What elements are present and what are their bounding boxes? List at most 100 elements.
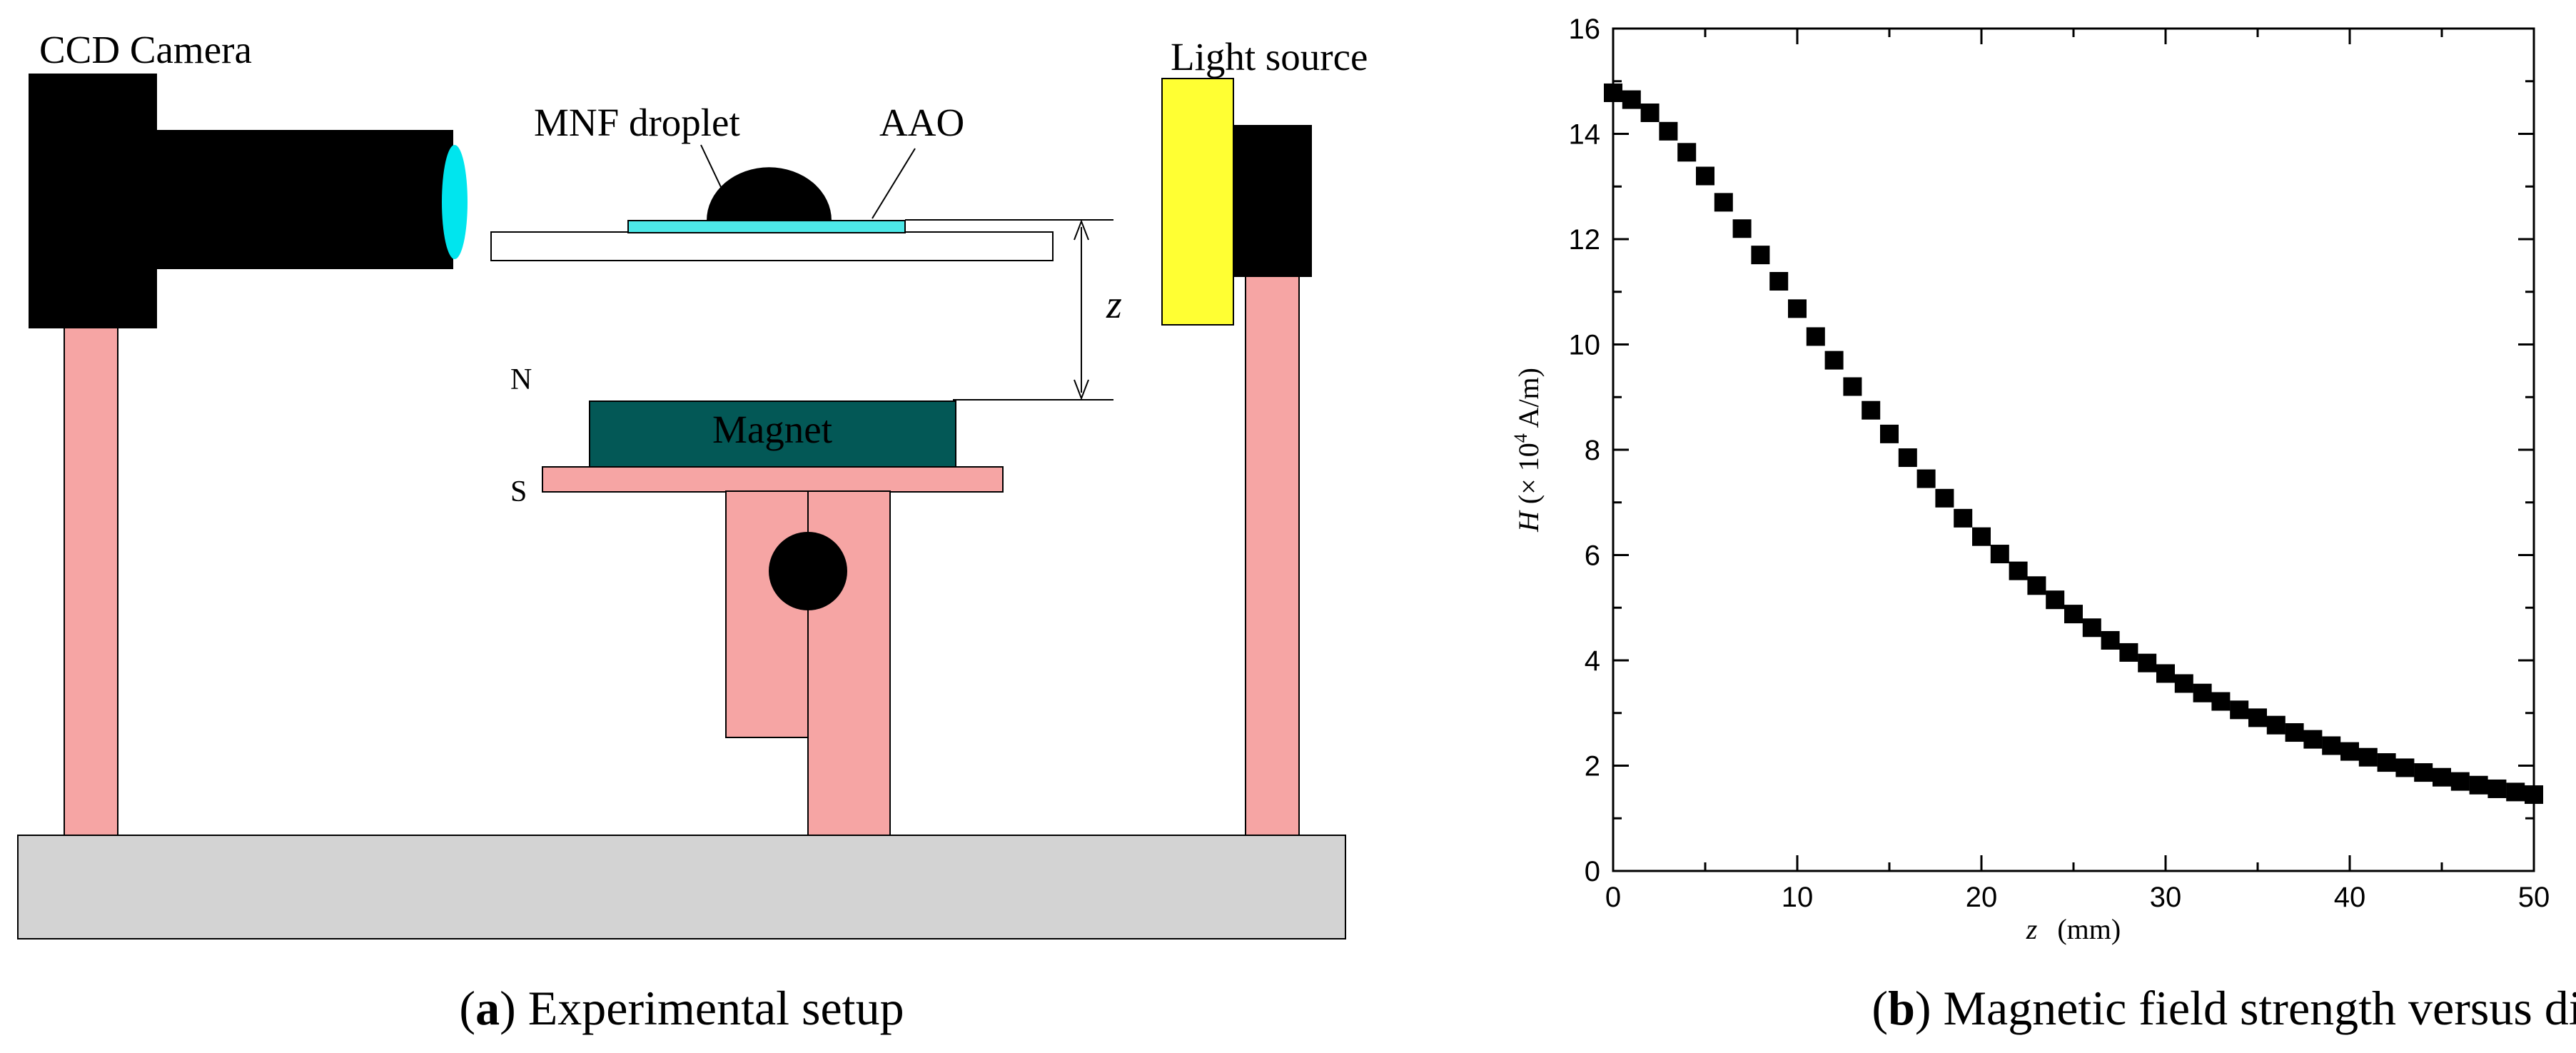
- data-point: [2027, 576, 2046, 595]
- light-source: [1161, 78, 1234, 326]
- data-point: [1622, 90, 1641, 109]
- data-point: [2377, 753, 2396, 772]
- data-point: [2193, 683, 2212, 702]
- data-point: [2046, 590, 2065, 610]
- data-point: [1714, 193, 1733, 212]
- data-point: [1862, 400, 1881, 420]
- data-point: [2156, 664, 2175, 683]
- data-point: [1751, 246, 1770, 265]
- data-point: [1677, 143, 1697, 162]
- plot-area: [1612, 27, 2535, 872]
- data-point: [2303, 730, 2323, 749]
- data-point: [2433, 767, 2451, 787]
- y-tick-label: 0: [1585, 856, 1600, 887]
- data-point: [2506, 782, 2525, 802]
- aao-label: AAO: [879, 101, 964, 144]
- base-plate: [17, 835, 1346, 939]
- data-point: [1843, 377, 1862, 396]
- data-point: [1788, 299, 1807, 318]
- adjust-knob: [769, 532, 847, 610]
- data-point: [2266, 715, 2285, 735]
- caption-a: (a) Experimental setup: [459, 981, 904, 1035]
- data-point: [2174, 674, 2193, 693]
- data-point: [2119, 643, 2138, 662]
- y-label-var: H: [1512, 510, 1545, 533]
- light-label: Light source: [1171, 35, 1368, 79]
- y-axis-label: H (× 104 A/m): [1510, 368, 1545, 533]
- data-point: [1732, 219, 1752, 238]
- data-point: [1604, 83, 1622, 102]
- data-point: [2395, 758, 2415, 777]
- data-point: [2285, 723, 2304, 742]
- light-housing: [1228, 125, 1312, 277]
- south-pole-label: S: [510, 475, 527, 508]
- y-tick-label: 2: [1585, 751, 1600, 782]
- x-label-unit: (mm): [2057, 913, 2121, 945]
- data-point: [2469, 775, 2488, 795]
- x-tick-label: 50: [2518, 882, 2550, 913]
- caption-b-letter: b: [1888, 981, 1915, 1035]
- y-tick-label: 6: [1585, 540, 1600, 572]
- data-point: [1935, 488, 1954, 508]
- data-point: [2248, 708, 2267, 727]
- caption-a-text: Experimental setup: [528, 981, 904, 1035]
- data-point: [1916, 469, 1936, 488]
- aao-leader: [872, 148, 916, 219]
- setup-diagram: CCD Camera Light source MNF droplet AAO …: [17, 28, 1368, 1035]
- magnet: [589, 400, 956, 468]
- y-tick-label: 12: [1569, 224, 1601, 256]
- stand-arm: [725, 490, 809, 738]
- data-point: [2009, 561, 2028, 580]
- y-label-suffix: A/m): [1512, 368, 1545, 433]
- data-point: [2487, 779, 2507, 798]
- x-axis-label: z (mm): [2026, 913, 2121, 945]
- y-tick-label: 16: [1569, 14, 1601, 45]
- data-point: [1880, 424, 1899, 443]
- y-label-exp: 4: [1510, 433, 1531, 443]
- data-point: [2358, 747, 2378, 767]
- magnet-holder: [542, 466, 1004, 493]
- stand-post: [807, 490, 891, 836]
- x-label-var: z: [2026, 913, 2038, 945]
- x-tick-label: 40: [2334, 882, 2366, 913]
- light-pillar: [1245, 274, 1300, 836]
- caption-b: (b) Magnetic field strength versus dista…: [1872, 981, 2576, 1035]
- camera-label: CCD Camera: [39, 28, 252, 71]
- north-pole-label: N: [510, 363, 532, 396]
- data-point: [2322, 736, 2341, 755]
- camera-barrel: [153, 130, 453, 269]
- caption-b-text: Magnetic field strength versus distance: [1944, 981, 2576, 1035]
- data-point: [1806, 327, 1825, 346]
- droplet-label: MNF droplet: [534, 101, 740, 144]
- camera-lens: [442, 145, 468, 259]
- y-tick-label: 8: [1585, 435, 1600, 466]
- y-tick-label: 14: [1569, 119, 1601, 151]
- caption-a-letter: a: [475, 981, 500, 1035]
- data-point: [1972, 527, 1991, 546]
- sample-plate: [490, 231, 1054, 261]
- camera-body: [29, 74, 157, 328]
- data-point: [2525, 785, 2543, 805]
- data-point: [2414, 763, 2433, 782]
- y-label-prefix: (× 10: [1512, 443, 1545, 504]
- distance-arrow: [1074, 219, 1089, 400]
- data-point: [2101, 630, 2120, 650]
- data-point: [2082, 618, 2101, 638]
- data-point: [2211, 692, 2231, 711]
- data-point: [1659, 121, 1678, 141]
- data-point: [1640, 104, 1660, 122]
- x-tick-label: 10: [1782, 882, 1814, 913]
- data-point: [2450, 772, 2470, 791]
- distance-label: z: [1106, 283, 1122, 327]
- magnet-label: Magnet: [712, 408, 832, 451]
- data-point: [1990, 545, 2009, 564]
- data-markers: [1604, 83, 2543, 805]
- y-tick-label: 4: [1585, 645, 1600, 677]
- data-point: [2064, 605, 2083, 624]
- data-point: [1769, 272, 1789, 291]
- x-tick-label: 30: [2150, 882, 2182, 913]
- data-point: [1696, 166, 1714, 186]
